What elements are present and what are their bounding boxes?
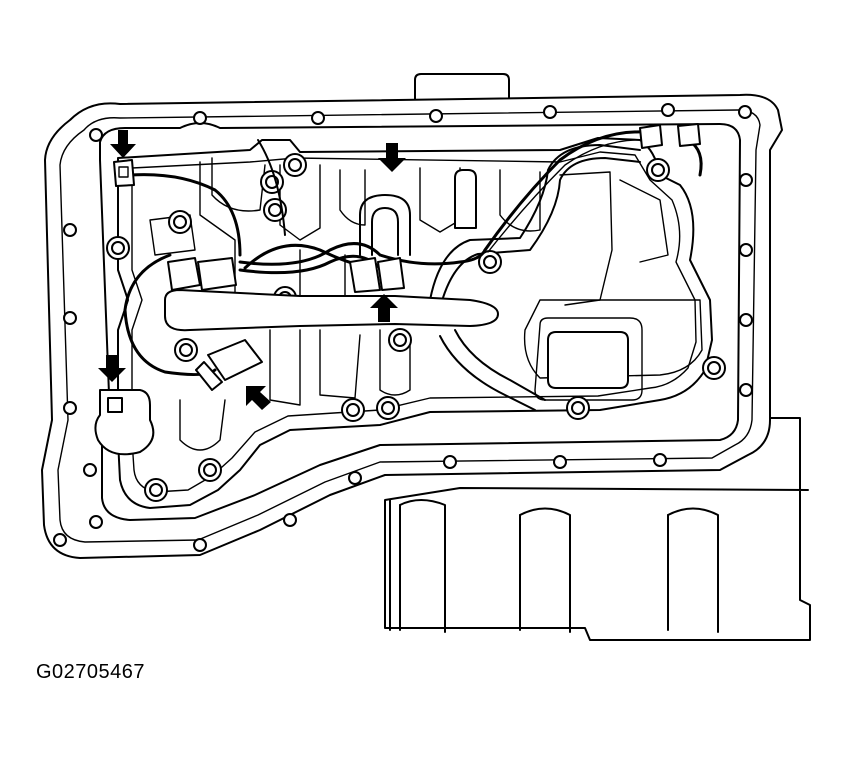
bolt-center bbox=[707, 361, 721, 375]
flange-bolt-hole bbox=[89, 515, 103, 529]
transmission-case bbox=[384, 73, 811, 641]
flange-bolt-hole bbox=[63, 401, 77, 415]
bolt-center bbox=[571, 401, 585, 415]
bolt-center bbox=[111, 241, 125, 255]
flange-bolt-hole bbox=[739, 173, 753, 187]
flange-bolt-hole bbox=[89, 128, 103, 142]
bolt-center bbox=[179, 343, 193, 357]
pointer-arrow-icon bbox=[370, 294, 398, 322]
bolt-center bbox=[173, 215, 187, 229]
pointer-arrows bbox=[98, 130, 406, 410]
flange-bolt-hole bbox=[63, 311, 77, 325]
bolt-center bbox=[483, 255, 497, 269]
flange-bolt-hole bbox=[429, 109, 443, 123]
bolt-center bbox=[651, 163, 665, 177]
flange-bolt-hole bbox=[443, 455, 457, 469]
figure-id-label: G02705467 bbox=[36, 661, 146, 683]
pointer-arrow-icon bbox=[378, 143, 406, 172]
bolt-center bbox=[268, 203, 282, 217]
pointer-arrow-icon bbox=[98, 355, 126, 382]
bolt-center bbox=[393, 333, 407, 347]
bolt-center bbox=[288, 158, 302, 172]
bolt-center bbox=[149, 483, 163, 497]
bolt-center bbox=[346, 403, 360, 417]
flange-bolt-holes bbox=[53, 103, 753, 552]
flange-bolt-hole bbox=[739, 313, 753, 327]
solenoid-connectors bbox=[113, 123, 701, 391]
flange-bolt-hole bbox=[63, 223, 77, 237]
flange-bolt-hole bbox=[193, 538, 207, 552]
flange-bolt-hole bbox=[348, 471, 362, 485]
flange-bolt-hole bbox=[739, 383, 753, 397]
flange-bolt-hole bbox=[739, 243, 753, 257]
bolt-center bbox=[203, 463, 217, 477]
flange-bolt-hole bbox=[661, 103, 675, 117]
flange-bolt-hole bbox=[653, 453, 667, 467]
pointer-arrow-icon bbox=[246, 386, 271, 410]
flange-bolt-hole bbox=[553, 455, 567, 469]
speed-sensor bbox=[94, 389, 155, 456]
flange-bolt-hole bbox=[311, 111, 325, 125]
flange-bolt-hole bbox=[543, 105, 557, 119]
bolt-center bbox=[381, 401, 395, 415]
pointer-arrow-icon bbox=[110, 130, 136, 158]
flange-bolt-hole bbox=[83, 463, 97, 477]
flange-bolt-hole bbox=[53, 533, 67, 547]
flange-bolt-hole bbox=[193, 111, 207, 125]
wiring-harness bbox=[123, 130, 703, 377]
flange-bolt-hole bbox=[738, 105, 752, 119]
flange-bolt-hole bbox=[283, 513, 297, 527]
